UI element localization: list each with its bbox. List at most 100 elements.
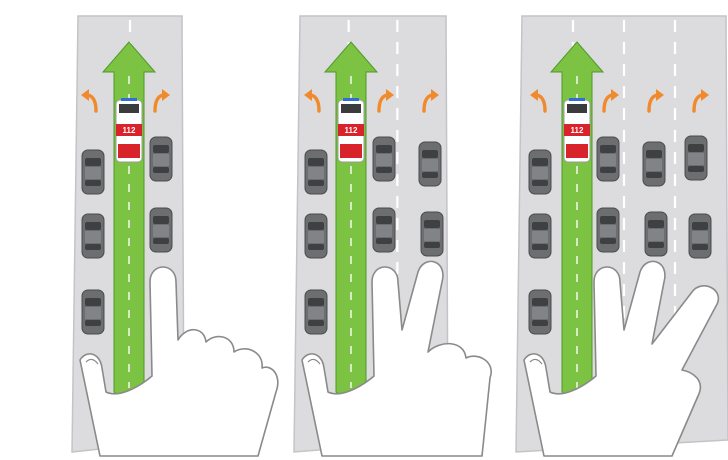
car-rear-window: [532, 180, 548, 186]
car-windshield: [308, 158, 324, 166]
car-rear-window: [85, 180, 101, 186]
ambulance-stripe: [116, 124, 142, 136]
car: [304, 149, 328, 195]
car-windshield: [532, 298, 548, 306]
car-windshield: [85, 298, 101, 306]
car: [596, 136, 620, 182]
car-rear-window: [688, 166, 704, 172]
car-rear-window: [308, 244, 324, 250]
turn-arrow: [153, 89, 170, 113]
car-roof: [600, 225, 616, 237]
car: [81, 289, 105, 335]
car-roof: [688, 153, 704, 165]
hand-outline: [301, 260, 492, 457]
car-windshield: [532, 158, 548, 166]
turn-arrow: [304, 89, 321, 113]
car: [418, 141, 442, 187]
hand-thumbnail: [85, 358, 99, 365]
car-windshield: [308, 298, 324, 306]
car-rear-window: [308, 180, 324, 186]
car: [528, 149, 552, 195]
car: [642, 141, 666, 187]
ambulance-label: 112: [571, 126, 584, 135]
panel-3: 112: [515, 15, 728, 457]
turn-arrow-head: [656, 89, 664, 101]
car: [528, 213, 552, 259]
car-windshield: [376, 145, 392, 153]
car-rear-window: [646, 172, 662, 178]
car-rear-window: [376, 167, 392, 173]
ambulance-rear-stripe: [340, 144, 362, 158]
car: [528, 289, 552, 335]
car-roof: [532, 167, 548, 179]
ambulance-label: 112: [345, 126, 358, 135]
car-windshield: [153, 145, 169, 153]
car-roof: [532, 307, 548, 319]
car-roof: [646, 159, 662, 171]
ambulance-windshield: [341, 104, 361, 113]
turn-arrow-head: [81, 89, 89, 101]
car: [372, 207, 396, 253]
car: [420, 211, 444, 257]
car-roof: [85, 231, 101, 243]
car-rear-window: [308, 320, 324, 326]
car-windshield: [85, 158, 101, 166]
car-windshield: [424, 220, 440, 228]
car-rear-window: [85, 244, 101, 250]
car-roof: [424, 229, 440, 241]
car-roof: [308, 167, 324, 179]
car-windshield: [646, 150, 662, 158]
car: [684, 135, 708, 181]
car-roof: [532, 231, 548, 243]
turn-arrow-shaft: [422, 93, 434, 113]
car: [644, 211, 668, 257]
car: [149, 136, 173, 182]
car: [81, 213, 105, 259]
car: [304, 213, 328, 259]
car-roof: [376, 154, 392, 166]
turn-arrow-shaft: [692, 93, 704, 113]
car-rear-window: [532, 244, 548, 250]
turn-arrow: [377, 89, 394, 113]
car-rear-window: [153, 238, 169, 244]
car-rear-window: [600, 167, 616, 173]
hand-gesture: [79, 266, 279, 457]
car: [149, 207, 173, 253]
car-windshield: [85, 222, 101, 230]
ambulance-lightbar: [343, 98, 359, 101]
ambulance-stripe: [564, 124, 590, 136]
hand-thumbnail: [307, 358, 321, 365]
hand-outline: [79, 266, 279, 457]
car-roof: [85, 307, 101, 319]
ambulance-lightbar: [569, 98, 585, 101]
car-roof: [692, 231, 708, 243]
turn-arrow-shaft: [647, 93, 659, 113]
ambulance-label: 112: [123, 126, 136, 135]
ambulance-rear-stripe: [566, 144, 588, 158]
car-rear-window: [376, 238, 392, 244]
ambulance: 112: [337, 98, 365, 163]
turn-arrow-shaft: [535, 93, 547, 113]
ambulance-stripe: [338, 124, 364, 136]
car-rear-window: [692, 244, 708, 250]
ambulance-rear-stripe: [118, 144, 140, 158]
car-rear-window: [600, 238, 616, 244]
hand-gesture: [523, 260, 720, 457]
car-windshield: [692, 222, 708, 230]
turn-arrow-head: [162, 89, 170, 101]
hand-gesture: [301, 260, 492, 457]
turn-arrow-head: [431, 89, 439, 101]
car-windshield: [532, 222, 548, 230]
ambulance-windshield: [119, 104, 139, 113]
ambulance-lightbar: [121, 98, 137, 101]
turn-arrow-head: [386, 89, 394, 101]
car-windshield: [422, 150, 438, 158]
car: [688, 213, 712, 259]
car-rear-window: [153, 167, 169, 173]
turn-arrow-head: [701, 89, 709, 101]
turn-arrow-shaft: [377, 93, 389, 113]
car: [304, 289, 328, 335]
hand-thumbnail: [529, 358, 543, 365]
car-roof: [85, 167, 101, 179]
